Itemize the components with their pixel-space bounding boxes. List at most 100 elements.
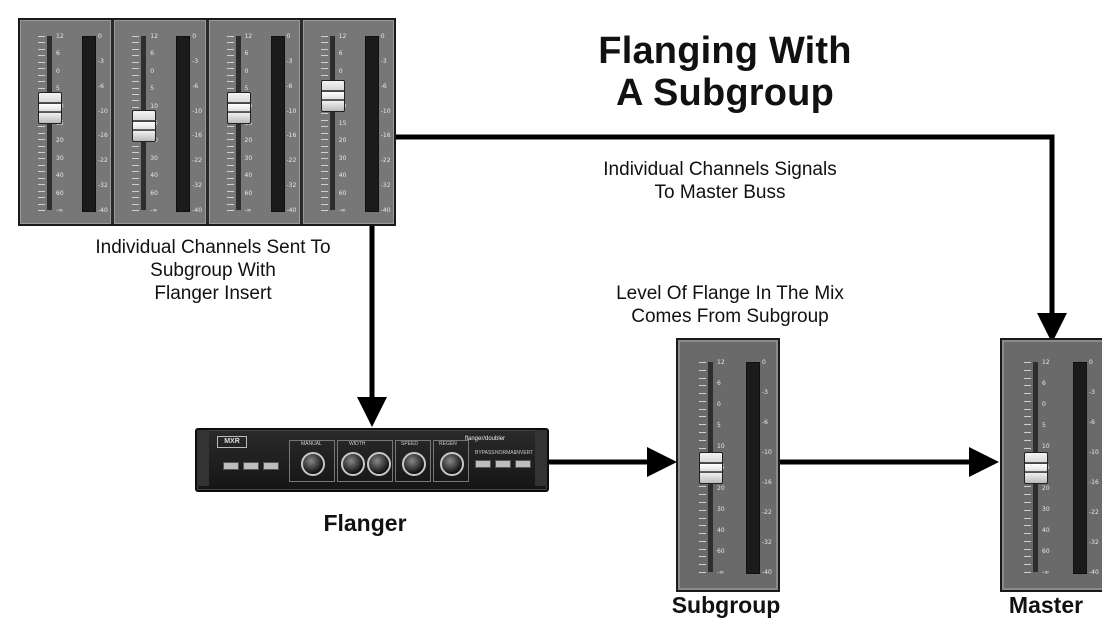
scale-tick	[320, 119, 328, 121]
scale-tick	[226, 197, 234, 199]
level-meter	[364, 36, 379, 212]
width-knob-1[interactable]	[341, 452, 365, 476]
scale-tick	[132, 203, 140, 205]
normal-button[interactable]	[495, 460, 511, 468]
flanger-rack-unit: MXR flanger/doubler MANUAL WIDTH SPEED R…	[195, 428, 549, 492]
scale-tick	[226, 190, 234, 192]
fader-scale-label: 10	[150, 102, 158, 110]
scale-tick	[1024, 439, 1031, 441]
scale-tick	[699, 447, 706, 449]
meter-scale-label: -32	[98, 182, 108, 190]
fader-scale-label: -∞	[244, 207, 252, 214]
scale-tick	[320, 61, 328, 63]
scale-tick	[132, 152, 140, 153]
title-line-1: Flanging With	[598, 30, 852, 72]
fader-scale-label: -∞	[338, 207, 346, 214]
scale-tick	[38, 87, 45, 89]
switch-button[interactable]	[243, 462, 259, 470]
scale-tick	[226, 203, 234, 205]
scale-tick	[1024, 494, 1031, 496]
fader-scale-label: 6	[150, 50, 155, 58]
fader-scale-label: -∞	[717, 569, 725, 576]
fader-scale-label: 5	[1042, 422, 1046, 429]
switch-button[interactable]	[223, 462, 239, 470]
scale-tick	[132, 55, 140, 57]
scale-tick	[132, 210, 140, 211]
fader-scale-label: 12	[150, 33, 158, 40]
bypass-button[interactable]	[475, 460, 491, 468]
meter-scale-label: -10	[98, 107, 108, 115]
fader-scale-label: 60	[717, 548, 725, 555]
scale-tick	[320, 197, 328, 199]
scale-tick	[1024, 509, 1031, 511]
meter-scale-label: -22	[762, 509, 772, 516]
rack-ear-left	[197, 430, 209, 486]
button-label: INVERT	[515, 450, 534, 456]
scale-tick	[226, 164, 234, 166]
scale-tick	[132, 184, 140, 186]
fader-scale-label: 10	[717, 443, 725, 450]
fader-track	[329, 36, 335, 210]
speed-knob[interactable]	[402, 452, 426, 476]
scale-tick	[699, 572, 706, 573]
scale-tick	[699, 362, 706, 363]
manual-knob[interactable]	[301, 452, 325, 476]
scale-tick	[1024, 385, 1031, 387]
meter-scale-label: -6	[98, 82, 104, 90]
scale-tick	[699, 502, 706, 503]
fader-cap[interactable]	[699, 452, 723, 484]
regen-knob[interactable]	[440, 452, 464, 476]
scale-tick	[699, 509, 706, 511]
fader-scale-label: 12	[244, 33, 253, 40]
scale-tick	[320, 145, 328, 147]
fader-cap[interactable]	[320, 80, 345, 112]
width-section	[337, 440, 393, 482]
caption-line: Level Of Flange In The Mix	[616, 283, 844, 304]
subgroup-fader: 12605101520304060-∞0-3-6-10-16-22-32-40	[676, 338, 780, 592]
meter-scale-label: 0	[380, 33, 385, 40]
scale-tick	[320, 55, 328, 57]
fader-scale-label: 12	[56, 33, 64, 40]
scale-tick	[226, 81, 234, 83]
scale-tick	[1024, 408, 1031, 410]
meter-scale-label: -40	[98, 207, 108, 214]
section-label: REGEN	[439, 441, 457, 447]
level-meter	[176, 36, 191, 212]
fader-scale-label: 60	[244, 189, 253, 197]
fader-scale-label: 10	[1042, 443, 1050, 450]
manual-section	[289, 440, 335, 482]
scale-tick	[132, 36, 140, 37]
scale-tick	[320, 164, 328, 166]
section-label: MANUAL	[301, 441, 322, 447]
fader-cap[interactable]	[132, 110, 157, 142]
meter-scale-label: -32	[1089, 539, 1099, 546]
button-label: BYPASS	[475, 450, 495, 456]
scale-tick	[38, 164, 45, 166]
width-knob-2[interactable]	[367, 452, 391, 476]
fader-cap[interactable]	[38, 92, 62, 124]
meter-scale-label: -22	[98, 157, 108, 165]
flanger-model-name: flanger/doubler	[465, 436, 506, 442]
meter-scale-label: -6	[1089, 419, 1095, 426]
meter-scale-label: -16	[1089, 479, 1099, 486]
meter-scale-label: 0	[1089, 359, 1093, 366]
scale-tick	[226, 42, 234, 44]
meter-scale-label: 0	[98, 33, 102, 40]
level-meter	[270, 36, 285, 212]
fader-cap[interactable]	[1024, 452, 1048, 484]
fader-scale-label: 40	[56, 172, 64, 180]
fader-scale-label: 30	[1042, 506, 1050, 513]
scale-tick	[1024, 556, 1031, 558]
scale-tick	[38, 36, 45, 37]
scale-tick	[320, 126, 328, 128]
scale-tick	[1024, 416, 1031, 418]
fader-scale-label: 15	[338, 120, 347, 127]
invert-button[interactable]	[515, 460, 531, 468]
scale-tick	[132, 61, 140, 63]
fader-scale-label: 5	[717, 422, 721, 429]
meter-scale-label: -22	[192, 157, 203, 165]
fader-cap[interactable]	[226, 92, 251, 124]
switch-button[interactable]	[263, 462, 279, 470]
scale-tick	[320, 48, 328, 50]
fader-scale-label: 20	[1042, 485, 1050, 492]
